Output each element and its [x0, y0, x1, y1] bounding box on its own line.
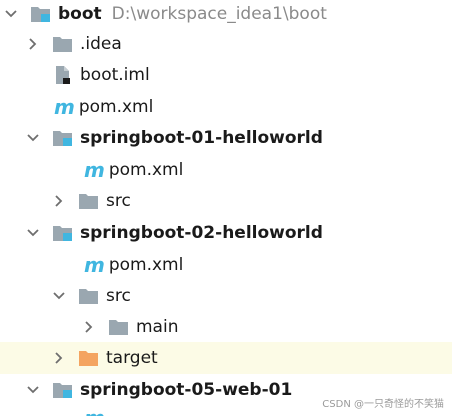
maven-icon: m: [84, 158, 105, 182]
tree-row-module-01[interactable]: springboot-01-helloworld: [0, 122, 452, 154]
excluded-folder-icon: [78, 348, 100, 368]
tree-row-partial: m: [0, 406, 452, 416]
chevron-right-icon[interactable]: [52, 194, 66, 208]
tree-row-module-05[interactable]: springboot-05-web-01: [0, 374, 452, 406]
root-name: boot: [58, 4, 102, 24]
tree-row-target[interactable]: target: [0, 342, 452, 374]
chevron-down-icon[interactable]: [4, 7, 18, 21]
tree-row-module-01-src[interactable]: src: [0, 185, 452, 217]
folder-name: src: [106, 191, 131, 211]
folder-name: target: [106, 348, 158, 368]
file-name: pom.xml: [108, 255, 184, 275]
chevron-down-icon[interactable]: [26, 131, 40, 145]
maven-icon: m: [54, 95, 75, 119]
module-folder-icon: [52, 128, 74, 148]
module-folder-icon: [30, 4, 52, 24]
tree-row-module-02[interactable]: springboot-02-helloworld: [0, 217, 452, 249]
iml-file-icon: [52, 65, 74, 85]
chevron-right-icon[interactable]: [52, 351, 66, 365]
module-name: springboot-05-web-01: [80, 380, 293, 400]
folder-icon: [108, 317, 130, 337]
watermark: CSDN @一只奇怪的不笑猫: [322, 399, 444, 410]
maven-icon: m: [84, 408, 105, 416]
tree-row-root-pom[interactable]: m pom.xml: [0, 91, 452, 123]
file-name: boot.iml: [80, 65, 150, 85]
module-name: springboot-01-helloworld: [80, 128, 323, 148]
chevron-down-icon[interactable]: [52, 289, 66, 303]
folder-icon: [78, 191, 100, 211]
tree-row-idea[interactable]: .idea: [0, 28, 452, 60]
tree-row-root[interactable]: boot D:\workspace_idea1\boot: [0, 0, 452, 30]
folder-icon: [52, 34, 74, 54]
tree-row-module-01-pom[interactable]: m pom.xml: [0, 154, 452, 186]
maven-icon: m: [84, 253, 105, 277]
module-folder-icon: [52, 223, 74, 243]
folder-icon: [78, 286, 100, 306]
chevron-right-icon[interactable]: [82, 320, 96, 334]
tree-row-module-02-src[interactable]: src: [0, 280, 452, 312]
root-path: D:\workspace_idea1\boot: [111, 4, 327, 24]
tree-row-boot-iml[interactable]: boot.iml: [0, 59, 452, 91]
tree-row-module-02-pom[interactable]: m pom.xml: [0, 249, 452, 281]
folder-name: .idea: [80, 34, 122, 54]
chevron-down-icon[interactable]: [26, 383, 40, 397]
folder-name: src: [106, 286, 131, 306]
file-name: pom.xml: [108, 160, 184, 180]
module-name: springboot-02-helloworld: [80, 223, 323, 243]
module-folder-icon: [52, 380, 74, 400]
tree-row-main[interactable]: main: [0, 311, 452, 343]
file-name: pom.xml: [78, 97, 154, 117]
folder-name: main: [136, 317, 179, 337]
chevron-down-icon[interactable]: [26, 226, 40, 240]
chevron-right-icon[interactable]: [26, 37, 40, 51]
